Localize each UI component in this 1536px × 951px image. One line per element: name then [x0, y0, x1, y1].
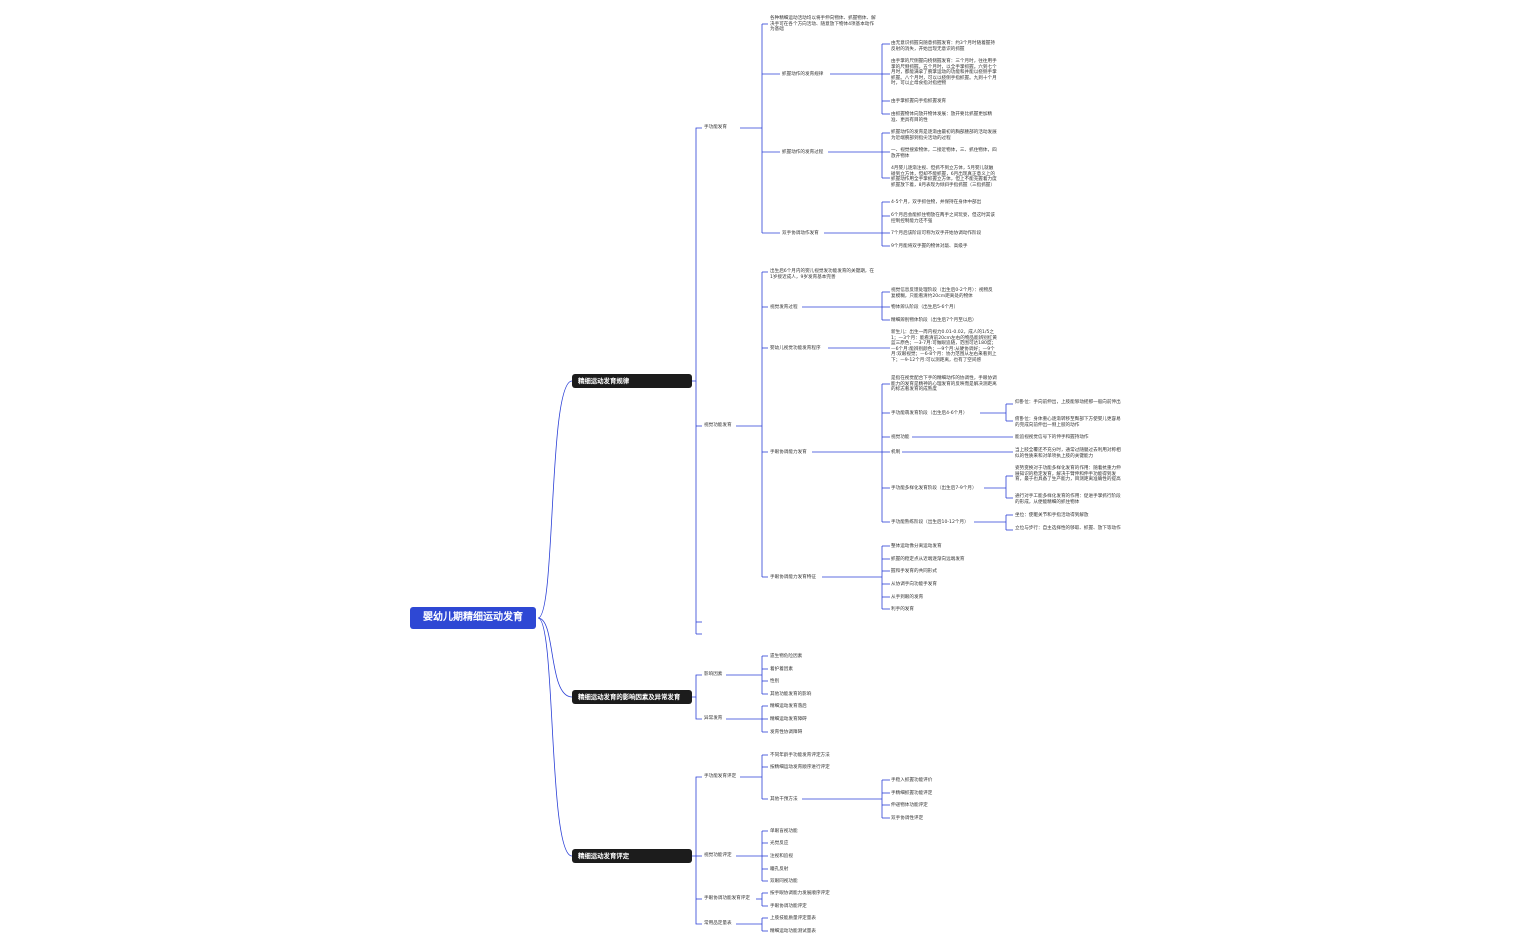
- node-grasp-process[interactable]: 抓握动作的发育过程: [782, 150, 824, 155]
- branch-development-rules[interactable]: 精细运动发育规律: [572, 374, 692, 388]
- feature-5[interactable]: 从手到眼的发育: [891, 595, 924, 600]
- influence-4[interactable]: 其他功能发育的影响: [770, 692, 812, 697]
- stage-2-item-2[interactable]: 通行对手工能多样化发育的作用：促进手掌抓行阶段的形成，从便能精细的抓住物体: [1015, 494, 1121, 505]
- node-hand-assessment[interactable]: 手功能发育评定: [704, 774, 737, 779]
- eye-hand-intro[interactable]: 是指在视觉配合下手的精细动作的协调性，手眼协调能力的发育是精神的心理发育的反映而…: [891, 376, 997, 393]
- grasp-rule-2[interactable]: 由手掌的尺侧握向桡侧握发育：三个月时，往往用手掌的尺侧抓握。五个月时，以全手掌抓…: [891, 59, 997, 87]
- visual-sequence-detail[interactable]: 新生儿：出生一周内视力0.01-0.02，成人的1/5之1；—3个月：能看清前2…: [891, 330, 997, 363]
- node-grasp-rules[interactable]: 抓握动作的发育规律: [782, 72, 824, 77]
- mechanism-detail[interactable]: 当上肢全覆还不充分时，通常过随腿过去利用对称相似的性质来和对单项执上肢的关键能力: [1015, 448, 1121, 459]
- visual-assess-2[interactable]: 光觉反应: [770, 841, 789, 846]
- visual-process-1[interactable]: 视觉信息反馈处理阶段（出生后0-2个月）：视物反复模糊，只能看清约20cm距离处…: [891, 288, 993, 299]
- feature-4[interactable]: 从协调手向功能手发育: [891, 582, 937, 587]
- root-node[interactable]: 婴幼儿期精细运动发育: [410, 607, 536, 629]
- stage-1-item-1[interactable]: 仰卧位：手向前伸出，上肢能够动摇那一般向前伸出: [1015, 400, 1121, 405]
- node-stage-2[interactable]: 手功能多样化发育阶段（出生后7-9个月）: [891, 486, 977, 491]
- bimanual-2[interactable]: 6个月后会能抓住物放在两手之间玩耍，但这时其该控制控制能力还不强: [891, 213, 995, 224]
- node-eye-hand-features[interactable]: 手眼协调能力发育特征: [770, 575, 816, 580]
- node-visual-assessment[interactable]: 视觉功能评定: [704, 853, 732, 858]
- bimanual-1[interactable]: 4-5个月，双手抓住物，并保持在身体中部出: [891, 200, 982, 205]
- node-hand-function[interactable]: 手功能发育: [704, 125, 727, 130]
- influence-1[interactable]: 遗生物危险因素: [770, 654, 803, 659]
- coord-assess-2[interactable]: 手眼协调功能评定: [770, 904, 807, 909]
- stage-2-item-1[interactable]: 姿势变换对于功能多样化发育的作用：随着抗重力伸展知识的稳定发育，解决于臂伸和伸手…: [1015, 466, 1121, 483]
- scale-1[interactable]: 上肢技能质量评定量表: [770, 916, 816, 921]
- feature-6[interactable]: 利手的发育: [891, 607, 914, 612]
- node-visual-ability[interactable]: 视觉功能: [891, 435, 910, 440]
- visual-assess-3[interactable]: 注视和追视: [770, 854, 793, 859]
- visual-process-3[interactable]: 精细辨别物体阶段（出生后7个月至以后）: [891, 318, 977, 323]
- grasp-rule-1[interactable]: 由无意识抓握向随意抓握发育：约3个月时随着握持反射的消失，开始出现无意识的抓握: [891, 41, 995, 52]
- other-method-3[interactable]: 伸递物体功能评定: [891, 803, 928, 808]
- node-mechanism[interactable]: 机制: [891, 450, 901, 455]
- bimanual-4[interactable]: 9个月能将双手握的物体对敲、高级手: [891, 244, 968, 249]
- node-scales[interactable]: 常用品定量表: [704, 921, 732, 926]
- scale-2[interactable]: 精细运动功能测试量表: [770, 929, 816, 934]
- node-stage-1[interactable]: 手功能萌发育阶段（出生后4-6个月）: [891, 411, 968, 416]
- visual-process-2[interactable]: 物体辨认阶段（出生后5-6个月）: [891, 305, 959, 310]
- node-bimanual[interactable]: 双手协调动作发育: [782, 231, 819, 236]
- branch-assessment[interactable]: 精细运动发育评定: [572, 849, 692, 863]
- other-method-1[interactable]: 手稳入抓握功能评价: [891, 778, 933, 783]
- visual-intro[interactable]: 出生后6个月内的婴儿视觉发功能发育的关键期，在1岁接近成人，9岁发育基本完善: [770, 269, 874, 280]
- node-influence[interactable]: 影响因素: [704, 672, 723, 677]
- feature-1[interactable]: 整体运动像分离运动发育: [891, 544, 942, 549]
- hand-assess-2[interactable]: 按精细运动发育顺序进行评定: [770, 765, 830, 770]
- node-eye-hand[interactable]: 手眼协调能力发育: [770, 450, 807, 455]
- grasp-process-1[interactable]: 抓握动作的发育是逐渐由最初的胸部腰部的活动发展为近端腕部到指尖活动的过程: [891, 130, 997, 141]
- visual-ability-detail[interactable]: 能追视视觉信号下的伸手和握持动作: [1015, 435, 1089, 440]
- grasp-rule-3[interactable]: 由手掌抓握向手指抓握发育: [891, 99, 947, 104]
- grasp-rule-4[interactable]: 由抓握物体向放开物体发展：放开要比抓握更加精准、更具有目的性: [891, 112, 993, 123]
- node-visual-process[interactable]: 视觉发育过程: [770, 305, 798, 310]
- node-visual-function[interactable]: 视觉功能发育: [704, 423, 732, 428]
- stage-3-item-2[interactable]: 立位与步行：自主选择性的够取、抓握、放下等动作: [1015, 526, 1121, 531]
- abnormal-2[interactable]: 精细运动发育障碍: [770, 717, 807, 722]
- bimanual-3[interactable]: 7个月后该阶段可称为双手开始协调动作阶段: [891, 231, 982, 236]
- other-method-2[interactable]: 手精细抓握功能评定: [891, 791, 933, 796]
- visual-assess-4[interactable]: 瞳孔反射: [770, 867, 789, 872]
- influence-2[interactable]: 着护着因素: [770, 667, 793, 672]
- node-abnormal[interactable]: 异常发育: [704, 716, 723, 721]
- branch-influence-factors[interactable]: 精细运动发育的影响因素及异常发育: [572, 690, 692, 704]
- stage-3-item-1[interactable]: 坐位：使躯关节和手指活动得到解放: [1015, 513, 1089, 518]
- feature-3[interactable]: 握和手发育的共同形式: [891, 569, 937, 574]
- abnormal-3[interactable]: 发育性协调障碍: [770, 730, 803, 735]
- node-stage-3[interactable]: 手功能熟练阶段（出生后10-12个月）: [891, 520, 969, 525]
- other-method-4[interactable]: 双手协调性评定: [891, 816, 924, 821]
- influence-3[interactable]: 性别: [770, 679, 780, 684]
- hand-assess-3[interactable]: 其他干预方法: [770, 797, 798, 802]
- visual-assess-1[interactable]: 单眼盲视功能: [770, 829, 798, 834]
- node-coordination-assessment[interactable]: 手眼协调功能发育评定: [704, 896, 750, 901]
- hand-assess-1[interactable]: 不同年龄手功能发育评定方法: [770, 753, 830, 758]
- grasp-process-3[interactable]: 4月婴儿逐渐注视、但抓不到立方体，5月婴儿就触碰到立方体，但却不能抓握，6月出现…: [891, 166, 997, 188]
- feature-2[interactable]: 抓握的稳定点从近端逐渐向远端发育: [891, 557, 965, 562]
- node-visual-sequence[interactable]: 婴幼儿视觉功能发育程序: [770, 346, 821, 351]
- abnormal-1[interactable]: 精细运动发育落后: [770, 704, 807, 709]
- hand-intro[interactable]: 各种精细运动活动均以将手伸向物体、抓握物体、解决手可在各个方向活动、随意放下物体…: [770, 16, 876, 33]
- stage-1-item-2[interactable]: 俯卧位：身体重心逐渐转移至臀部下方使婴儿更容易的完成向前伸出一侧上肢的动作: [1015, 417, 1121, 428]
- coord-assess-1[interactable]: 按手眼协调能力发展顺序评定: [770, 891, 830, 896]
- grasp-process-2[interactable]: 一、视觉搜索物体，二接近物体，三、抓住物体，四放开物体: [891, 148, 997, 159]
- visual-assess-5[interactable]: 双眼同视功能: [770, 879, 798, 884]
